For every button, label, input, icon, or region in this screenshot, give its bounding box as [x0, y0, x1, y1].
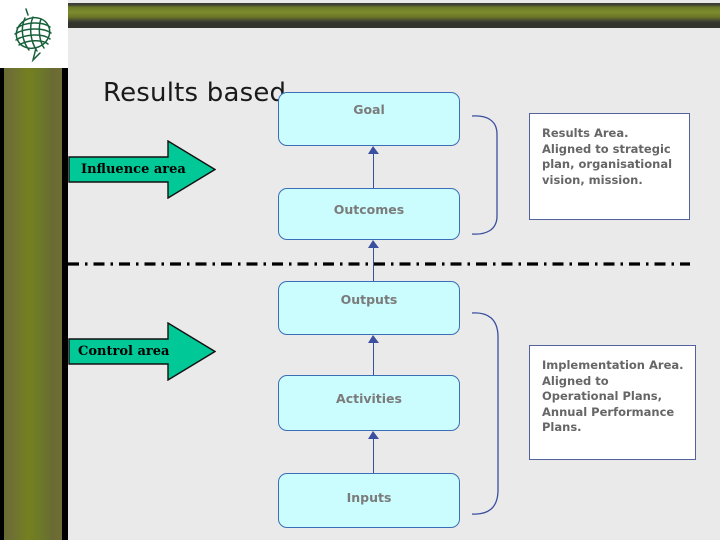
block-arrow-influence-area[interactable]: Influence area	[68, 140, 216, 199]
chain-box-label: Outputs	[340, 292, 398, 307]
arrow-up-icon-inputs-to-activities	[368, 431, 379, 473]
side-band-right-edge	[62, 68, 68, 540]
arrow-head	[368, 335, 379, 343]
top-band-shadow	[68, 23, 720, 28]
page-title: Results based	[103, 78, 287, 108]
side-decorative-band	[4, 68, 62, 540]
green-globe-swirl-logo	[14, 8, 52, 63]
arrow-stem	[373, 437, 374, 473]
arrow-up-icon-outcomes-to-goal	[368, 146, 379, 188]
logo-tile	[0, 0, 68, 68]
chain-box-label: Activities	[336, 391, 402, 406]
brace-icon-results-area	[470, 110, 506, 240]
arrow-stem	[373, 152, 374, 188]
block-arrow-control-area[interactable]: Control area	[68, 322, 216, 381]
arrow-head	[368, 146, 379, 154]
chain-box-activities[interactable]: Activities	[278, 375, 460, 431]
note-box-implementation-area: Implementation Area. Aligned to Operatio…	[529, 345, 696, 460]
chain-box-inputs[interactable]: Inputs	[278, 473, 460, 528]
arrow-up-icon-outputs-to-outcomes	[368, 240, 379, 281]
chain-box-outcomes[interactable]: Outcomes	[278, 188, 460, 240]
note-text: Implementation Area. Aligned to Operatio…	[542, 358, 684, 434]
brace-icon-implementation-area	[470, 307, 506, 520]
note-box-results-area: Results Area. Aligned to strategic plan,…	[529, 113, 690, 220]
chain-box-label: Inputs	[346, 490, 392, 505]
chain-box-outputs[interactable]: Outputs	[278, 281, 460, 335]
arrow-stem	[373, 341, 374, 375]
divider-dash-dot	[68, 262, 690, 266]
arrow-stem	[373, 246, 374, 281]
note-text: Results Area. Aligned to strategic plan,…	[542, 126, 673, 187]
chain-box-label: Goal	[353, 102, 385, 117]
chain-box-label: Outcomes	[333, 202, 405, 217]
arrow-head	[368, 240, 379, 248]
arrow-up-icon-activities-to-outputs	[368, 335, 379, 375]
side-band-left-edge	[0, 68, 4, 540]
arrow-head	[368, 431, 379, 439]
chain-box-goal[interactable]: Goal	[278, 92, 460, 146]
top-decorative-band	[68, 3, 720, 23]
